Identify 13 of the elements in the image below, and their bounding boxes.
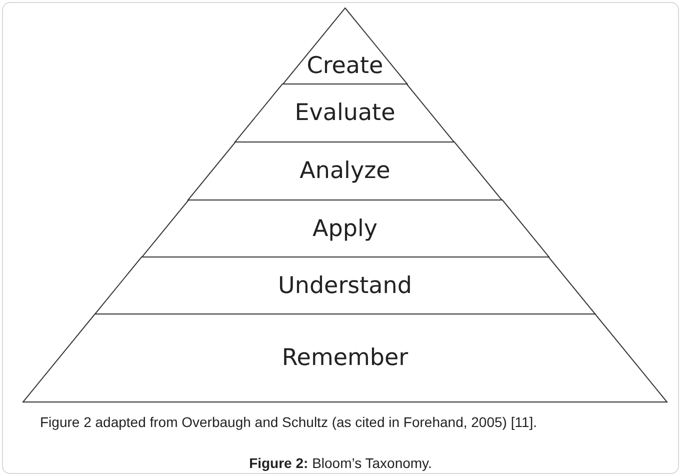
tier-label: Remember — [280, 344, 410, 372]
pyramid-tier — [142, 200, 548, 257]
pyramid-apex — [282, 8, 408, 84]
figure-caption: Figure 2: Bloom’s Taxonomy. — [248, 455, 433, 471]
pyramid-tier — [188, 142, 502, 200]
pyramid-tier — [235, 84, 454, 142]
tier-label: Apply — [312, 214, 378, 242]
tier-label: Understand — [277, 272, 413, 300]
source-note: Figure 2 adapted from Overbaugh and Schultz (as cited in Forehand, 2005) [11]. — [40, 413, 538, 431]
pyramid-tier — [23, 314, 667, 402]
tier-label: Create — [306, 52, 384, 80]
tier-label: Analyze — [298, 157, 392, 185]
tier-label: Evaluate — [294, 99, 396, 127]
